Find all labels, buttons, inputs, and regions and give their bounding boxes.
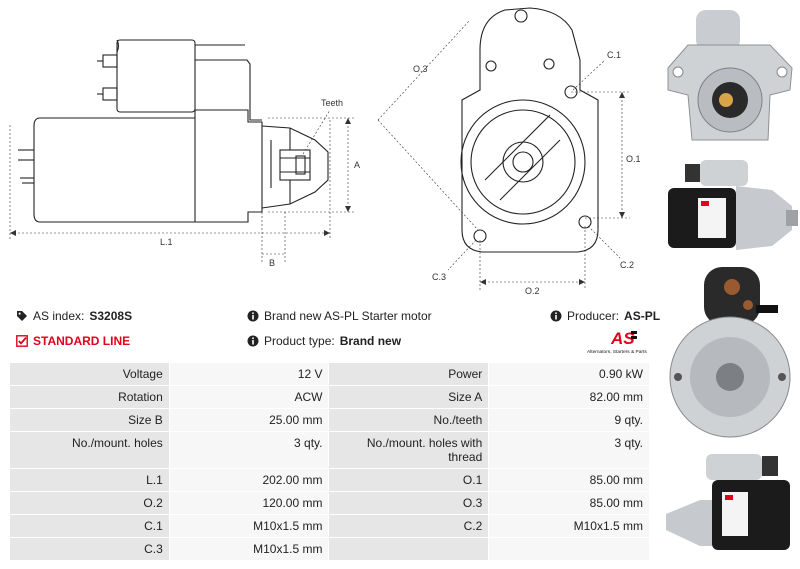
photo-front bbox=[667, 10, 793, 141]
spec-value: 3 qty. bbox=[168, 431, 330, 469]
as-index-label: AS index: bbox=[33, 309, 85, 323]
info-icon bbox=[247, 310, 259, 322]
spec-label: O.1 bbox=[328, 468, 490, 492]
spec-label: C.1 bbox=[9, 514, 170, 538]
spec-value: M10x1.5 mm bbox=[168, 537, 330, 561]
spec-label bbox=[328, 537, 490, 561]
spec-label: C.2 bbox=[328, 514, 490, 538]
teeth-label: Teeth bbox=[321, 98, 343, 108]
spec-label: Size B bbox=[9, 408, 170, 432]
producer-label: Producer: bbox=[567, 309, 620, 323]
tag-icon bbox=[17, 311, 27, 321]
standard-line-text: STANDARD LINE bbox=[33, 334, 131, 348]
spec-value: 12 V bbox=[168, 362, 330, 386]
spec-value: ACW bbox=[168, 385, 330, 409]
spec-label: C.3 bbox=[9, 537, 170, 561]
c2-label: C.2 bbox=[620, 260, 634, 270]
spec-label: O.2 bbox=[9, 491, 170, 515]
spec-value: 85.00 mm bbox=[488, 491, 650, 515]
spec-value: 0.90 kW bbox=[488, 362, 650, 386]
product-photos bbox=[660, 0, 800, 569]
producer: Producer: AS-PL bbox=[550, 309, 660, 323]
spec-value: 82.00 mm bbox=[488, 385, 650, 409]
size-b-label: B bbox=[269, 258, 275, 268]
o3-label: O.3 bbox=[413, 64, 428, 74]
spec-value: 9 qty. bbox=[488, 408, 650, 432]
info-icon bbox=[550, 310, 562, 322]
spec-label: O.3 bbox=[328, 491, 490, 515]
description: Brand new AS-PL Starter motor bbox=[247, 309, 432, 323]
spec-value: 25.00 mm bbox=[168, 408, 330, 432]
spec-label: No./teeth bbox=[328, 408, 490, 432]
checkbox-icon bbox=[16, 335, 28, 347]
photo-side bbox=[668, 160, 798, 250]
front-view-dimensions bbox=[377, 19, 630, 290]
product-type-label: Product type: bbox=[264, 334, 335, 348]
spec-label: No./mount. holes bbox=[9, 431, 170, 469]
technical-drawing: Teeth A B L.1 O.3 O.1 O.2 bbox=[9, 7, 641, 296]
product-type: Product type: Brand new bbox=[247, 334, 401, 348]
spec-value bbox=[488, 537, 650, 561]
logo-tagline: Alternators, Starters & Parts bbox=[587, 349, 647, 355]
logo-mark: AS bbox=[610, 329, 635, 348]
length-l1-label: L.1 bbox=[160, 237, 173, 247]
description-text: Brand new AS-PL Starter motor bbox=[264, 309, 432, 323]
info-icon bbox=[247, 335, 259, 347]
spec-value: M10x1.5 mm bbox=[168, 514, 330, 538]
photo-angle bbox=[666, 454, 790, 550]
as-index: AS index: S3208S bbox=[16, 309, 132, 323]
producer-value: AS-PL bbox=[624, 309, 661, 323]
spec-value: 85.00 mm bbox=[488, 468, 650, 492]
c3-label: C.3 bbox=[432, 272, 446, 282]
side-view-arrows bbox=[10, 118, 351, 236]
side-view-dimensions bbox=[9, 109, 355, 262]
standard-line: STANDARD LINE bbox=[16, 334, 130, 348]
spec-label: Rotation bbox=[9, 385, 170, 409]
spec-label: Power bbox=[328, 362, 490, 386]
spec-label: Voltage bbox=[9, 362, 170, 386]
o2-label: O.2 bbox=[525, 286, 540, 296]
spec-label: L.1 bbox=[9, 468, 170, 492]
as-index-value: S3208S bbox=[89, 309, 133, 323]
product-type-value: Brand new bbox=[339, 334, 402, 348]
spec-value: 3 qty. bbox=[488, 431, 650, 469]
as-pl-logo: AS Alternators, Starters & Parts bbox=[587, 329, 647, 355]
spec-label: Size A bbox=[328, 385, 490, 409]
spec-value: 202.00 mm bbox=[168, 468, 330, 492]
side-view bbox=[18, 39, 329, 223]
product-info: AS index: S3208S STANDARD LINE Brand new… bbox=[0, 305, 660, 357]
size-a-label: A bbox=[354, 160, 360, 170]
photo-rear bbox=[669, 267, 791, 438]
spec-value: 120.00 mm bbox=[168, 491, 330, 515]
front-view bbox=[460, 7, 599, 253]
front-view-arrows bbox=[480, 92, 625, 285]
c1-label: C.1 bbox=[607, 50, 621, 60]
o1-label: O.1 bbox=[626, 154, 641, 164]
spec-value: M10x1.5 mm bbox=[488, 514, 650, 538]
spec-label: No./mount. holes with thread bbox=[328, 431, 490, 469]
